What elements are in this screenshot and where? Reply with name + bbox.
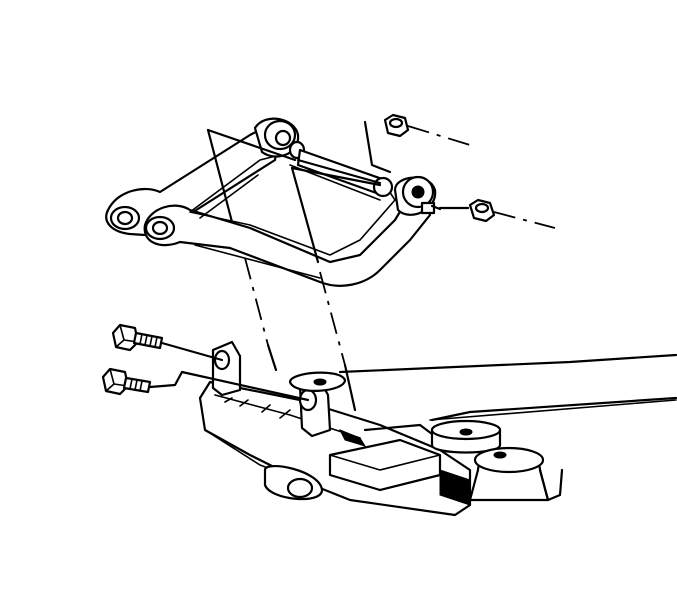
outer-pivot-hole (116, 210, 134, 226)
nut-lower-leader (493, 211, 556, 229)
frame-right-end (538, 468, 564, 502)
mount-tab-edge (329, 454, 441, 471)
bolt-lower-leader (148, 370, 310, 402)
bolt-upper-threads (139, 333, 158, 348)
inner-pivot-hole (151, 220, 169, 236)
nut-lower-hole (474, 202, 490, 214)
right-drop-line-bottom (343, 363, 357, 412)
right-drop-line-dashed (319, 271, 346, 366)
nut-upper-offset-line (363, 120, 392, 174)
bolt-upper-leader (160, 341, 224, 362)
bump-stop-left-hole (313, 378, 327, 386)
nut-upper-hole (388, 117, 404, 129)
rear-bushing-sleeve (274, 129, 292, 147)
crossmember-shadow-2 (338, 429, 367, 447)
stud-base (420, 201, 436, 215)
stud (430, 204, 442, 211)
right-drop-line-top (290, 166, 320, 264)
upper-control-arm (105, 117, 442, 287)
upper-pivot-line (206, 128, 297, 162)
bolt-upper (111, 323, 164, 352)
crossmember-upper-edge (214, 394, 361, 439)
arm-inner-link (143, 193, 432, 287)
left-drop-line-bottom (266, 343, 278, 372)
alignment-lines (148, 120, 556, 412)
lower-bushing (286, 477, 314, 499)
bolt-lower-threads (129, 378, 143, 392)
arm-lower-rib (194, 244, 321, 279)
frame-shadow (439, 469, 471, 506)
left-drop-line-dashed (244, 257, 269, 346)
right-pivot-line (290, 166, 382, 187)
bolt-upper-shank (132, 331, 164, 350)
crossmember (198, 340, 677, 517)
spring-seat-lower-top (473, 446, 545, 474)
frame-top-edge (338, 353, 677, 374)
left-drop-line-top (206, 128, 234, 224)
frame-ledge (430, 396, 677, 422)
crossmember-shading (224, 397, 291, 419)
nut-upper-leader (407, 125, 471, 146)
nut-lower (468, 198, 496, 223)
bushing-axis-line (296, 158, 382, 185)
spring-seat-upper-hole (459, 428, 473, 436)
ball-joint-center (411, 185, 425, 199)
frame-inner-edge (429, 399, 677, 421)
tie-rod-end (372, 176, 394, 198)
left-mount-bracket (211, 340, 242, 397)
bolt-lower-head-facets (105, 368, 129, 392)
spring-seat-lower-hole (493, 451, 507, 459)
nut-upper (383, 113, 410, 138)
bolt-lower (101, 367, 152, 396)
